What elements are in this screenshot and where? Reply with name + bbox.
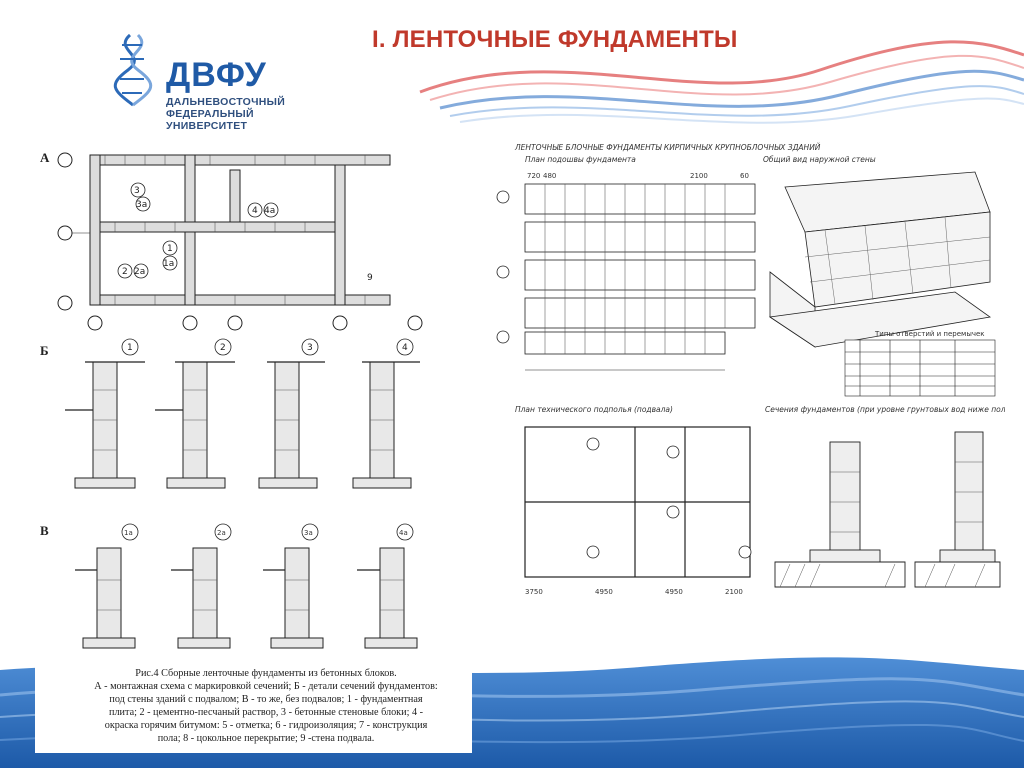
dim-top-1: 720 <box>527 172 540 180</box>
section-letter-b: Б <box>40 343 49 358</box>
basement-plan <box>524 426 751 578</box>
detail-1a: 1а <box>124 529 133 537</box>
marker-3: 3 <box>134 186 140 196</box>
openings-table <box>844 339 996 397</box>
caption-line-1: Рис.4 Сборные ленточные фундаменты из бе… <box>135 668 397 679</box>
marker-2a: 2а <box>134 267 145 277</box>
block-foundation-drawing: ЛЕНТОЧНЫЕ БЛОЧНЫЕ ФУНДАМЕНТЫ КИРПИЧНЫХ К… <box>496 143 1024 596</box>
dim-bottom-2: 4950 <box>595 588 613 596</box>
wall-3d-view <box>768 171 992 348</box>
marker-1a: 1а <box>163 259 174 269</box>
logo-line-3: УНИВЕРСИТЕТ <box>166 120 248 132</box>
dim-bottom-4: 2100 <box>725 588 743 596</box>
caption-line-5: окраска горячим битумом: 5 - отметка; 6 … <box>104 720 428 731</box>
marker-2: 2 <box>122 267 128 277</box>
drawing-title-top: ЛЕНТОЧНЫЕ БЛОЧНЫЕ ФУНДАМЕНТЫ КИРПИЧНЫХ К… <box>514 143 821 152</box>
marker-1: 1 <box>167 244 173 254</box>
figure-strip-foundations: А Б В <box>35 140 472 753</box>
logo-line-1: ДАЛЬНЕВОСТОЧНЫЙ <box>166 96 286 108</box>
caption-line-6: пола; 8 - цокольное перекрытие; 9 -стена… <box>157 733 375 744</box>
wall-title: Общий вид наружной стены <box>763 155 876 164</box>
basement-title: План технического подполья (подвала) <box>515 405 673 414</box>
header-wave-decoration <box>419 40 1024 124</box>
detail-4a: 4а <box>399 529 408 537</box>
detail-2a: 2а <box>217 529 226 537</box>
caption-line-2: А - монтажная схема с маркировкой сечени… <box>94 681 438 692</box>
caption-line-4: плита; 2 - цементно-песчаный раствор, 3 … <box>109 707 423 718</box>
dim-top-4: 60 <box>740 172 749 180</box>
dim-top-2: 480 <box>543 172 556 180</box>
dim-bottom-1: 3750 <box>525 588 543 596</box>
detail-2: 2 <box>220 343 226 353</box>
detail-4: 4 <box>402 343 408 353</box>
detail-3a: 3а <box>304 529 313 537</box>
section-letter-v: В <box>40 523 49 538</box>
section-letter-a: А <box>40 150 50 165</box>
table-title: Типы отверстий и перемычек <box>874 330 985 338</box>
marker-4: 4 <box>252 206 258 216</box>
figure-block-foundations: ЛЕНТОЧНЫЕ БЛОЧНЫЕ ФУНДАМЕНТЫ КИРПИЧНЫХ К… <box>485 132 1024 612</box>
page-title: I. ЛЕНТОЧНЫЕ ФУНДАМЕНТЫ <box>372 26 738 53</box>
marker-9: 9 <box>367 273 373 283</box>
strip-foundation-drawing: А Б В <box>40 150 423 649</box>
dim-bottom-3: 4950 <box>665 588 683 596</box>
logo-name: ДВФУ <box>166 56 267 94</box>
details-row-b: 1 2 3 4 <box>65 338 420 489</box>
logo-line-2: ФЕДЕРАЛЬНЫЙ <box>166 108 254 120</box>
marker-4a: 4а <box>264 206 275 216</box>
details-row-v: 1а 2а 3а 4а <box>75 523 418 649</box>
foundation-plan-blocks <box>524 183 756 355</box>
detail-1: 1 <box>127 343 133 353</box>
foundation-sections <box>774 431 1001 588</box>
marker-3a: 3а <box>136 200 147 210</box>
figure-caption: Рис.4 Сборные ленточные фундаменты из бе… <box>68 667 464 745</box>
sections-title: Сечения фундаментов (при уровне грунтовы… <box>765 405 1005 414</box>
plan-title: План подошвы фундамента <box>525 155 636 164</box>
detail-3: 3 <box>307 343 313 353</box>
dvfu-logo-icon <box>114 33 152 107</box>
caption-line-3: под стены зданий с подвалом; В - то же, … <box>109 694 423 705</box>
dim-top-3: 2100 <box>690 172 708 180</box>
